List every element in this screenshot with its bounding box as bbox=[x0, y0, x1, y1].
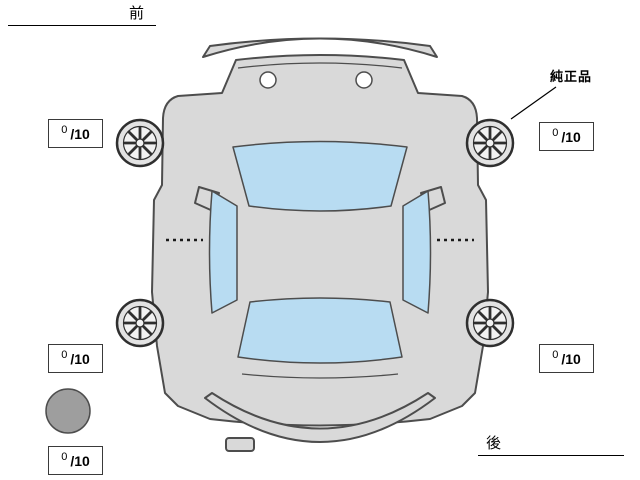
tread-score-denominator: /10 bbox=[561, 128, 581, 145]
front-label-underline: 前 bbox=[8, 2, 156, 26]
tread-score-rear-right: 0 /10 bbox=[539, 344, 594, 373]
tread-score-denominator: /10 bbox=[70, 350, 90, 367]
genuine-part-label: 純正品 bbox=[550, 69, 593, 84]
rear-label-underline: 後 bbox=[478, 432, 624, 456]
front-bumper bbox=[202, 37, 438, 58]
exhaust bbox=[225, 437, 255, 452]
tread-score-value: 0 bbox=[552, 126, 559, 139]
tread-score-value: 0 bbox=[552, 348, 559, 361]
front-right-wheel bbox=[465, 118, 515, 168]
car-body bbox=[151, 37, 489, 452]
rear-bumper bbox=[204, 392, 436, 443]
windshield bbox=[232, 140, 408, 212]
left-side-window bbox=[208, 190, 238, 314]
rear-right-wheel bbox=[465, 298, 515, 348]
spare-tire-circle bbox=[45, 388, 91, 434]
tread-score-denominator: /10 bbox=[70, 452, 90, 469]
tread-score-value: 0 bbox=[61, 348, 68, 361]
tread-score-denominator: /10 bbox=[70, 125, 90, 142]
tread-score-front-left: 0 /10 bbox=[48, 119, 103, 148]
rear-label: 後 bbox=[486, 435, 502, 452]
tread-score-spare: 0 /10 bbox=[48, 446, 103, 475]
tread-score-rear-left: 0 /10 bbox=[48, 344, 103, 373]
front-left-wheel bbox=[115, 118, 165, 168]
rear-left-wheel bbox=[115, 298, 165, 348]
tread-score-value: 0 bbox=[61, 123, 68, 136]
rear-window bbox=[237, 297, 403, 364]
right-side-window bbox=[402, 190, 432, 314]
tread-score-value: 0 bbox=[61, 450, 68, 463]
front-label: 前 bbox=[128, 5, 144, 22]
tread-score-front-right: 0 /10 bbox=[539, 122, 594, 151]
genuine-part-pointer-line bbox=[510, 86, 557, 120]
tread-score-denominator: /10 bbox=[561, 350, 581, 367]
